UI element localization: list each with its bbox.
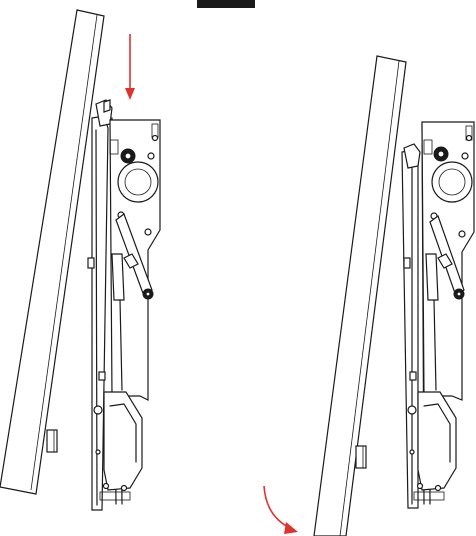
- mount-bracket-right: [355, 121, 475, 509]
- straight-down-arrow-icon: [125, 34, 135, 100]
- panel-before: [0, 9, 161, 511]
- display-panel-right: [313, 55, 407, 536]
- top-black-tab: [197, 0, 255, 8]
- display-panel-left: [0, 9, 105, 495]
- curved-arrow-icon: [263, 485, 298, 534]
- panel-after: [263, 55, 475, 536]
- mount-bracket-left: [46, 99, 161, 511]
